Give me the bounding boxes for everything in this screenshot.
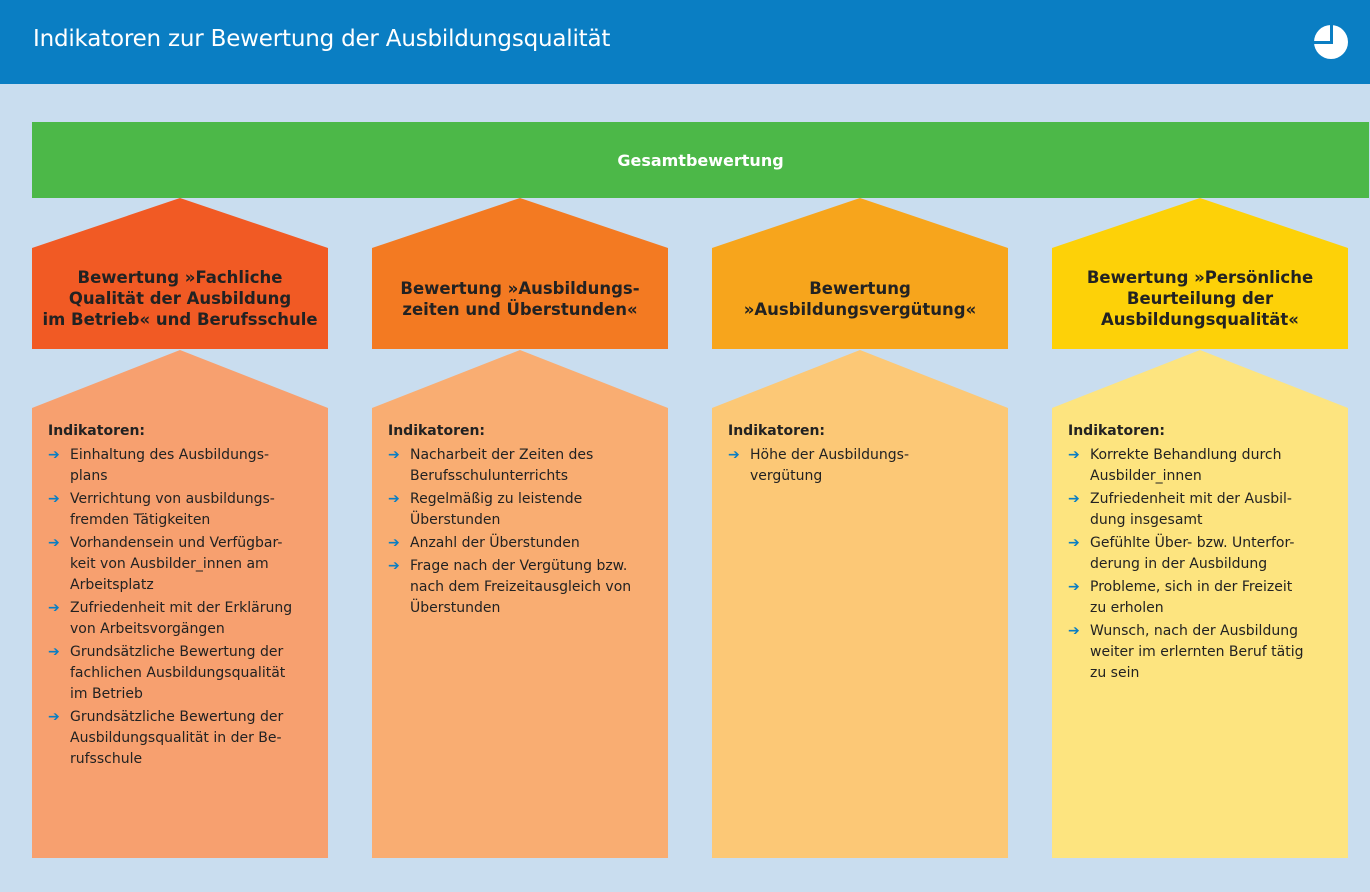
indicators-label: Indikatoren:	[388, 423, 486, 439]
indicator-text: Gefühlte Über- bzw. Unterfor- derung in …	[1090, 535, 1295, 572]
indicator-item: ➔ Zufriedenheit mit der Ausbil- dung insg…	[1068, 489, 1336, 531]
indicator-list: ➔ Korrekte Behandlung durch Ausbilder_inn…	[1068, 445, 1336, 684]
pie-chart-icon	[1313, 24, 1348, 59]
indicator-text: Grundsätzliche Bewertung der fachlichen …	[70, 644, 286, 702]
indicator-text: Höhe der Ausbildungs- vergütung	[750, 447, 910, 484]
indicators-label: Indikatoren:	[1068, 423, 1166, 439]
arrow-right-icon: ➔	[48, 491, 60, 507]
arrow-right-icon: ➔	[48, 644, 60, 660]
arrow-right-icon: ➔	[1068, 535, 1080, 551]
arrow-right-icon: ➔	[48, 447, 60, 463]
category-header-shape	[1052, 198, 1348, 349]
indicator-text: Einhaltung des Ausbildungs- plans	[70, 447, 270, 484]
category-heading: Bewertung »Ausbildungs- zeiten und Übers…	[400, 278, 640, 319]
indicator-list: ➔ Nacharbeit der Zeiten des Berufsschulun…	[388, 445, 656, 619]
category-heading: Bewertung »Ausbildungsvergütung«	[743, 278, 977, 319]
arrow-right-icon: ➔	[48, 535, 60, 551]
arrow-right-icon: ➔	[1068, 579, 1080, 595]
indicator-item: ➔ Wunsch, nach der Ausbildung weiter im e…	[1068, 621, 1336, 684]
arrow-right-icon: ➔	[48, 600, 60, 616]
indicators-panel-shape	[372, 350, 668, 858]
indicator-item: ➔ Frage nach der Vergütung bzw. nach dem …	[388, 556, 656, 619]
indicators-label: Indikatoren:	[48, 423, 146, 439]
indicator-item: ➔ Grundsätzliche Bewertung der Ausbildung…	[48, 707, 316, 770]
category-header-shape	[712, 198, 1008, 349]
arrow-right-icon: ➔	[388, 558, 400, 574]
indicator-item: ➔ Verrichtung von ausbildungs- fremden Tä…	[48, 489, 316, 531]
indicator-text: Verrichtung von ausbildungs- fremden Tät…	[70, 491, 275, 528]
indicator-item: ➔ Grundsätzliche Bewertung der fachlichen…	[48, 642, 316, 705]
indicator-text: Zufriedenheit mit der Erklärung von Arbe…	[70, 600, 293, 637]
indicators-panel: Indikatoren: ➔ Korrekte Behandlung durch A…	[1068, 421, 1336, 686]
indicator-item: ➔ Vorhandensein und Verfügbar- keit von A…	[48, 533, 316, 596]
indicator-text: Vorhandensein und Verfügbar- keit von Au…	[70, 535, 283, 593]
indicators-panel: Indikatoren: ➔ Nacharbeit der Zeiten des B…	[388, 421, 656, 621]
indicator-item: ➔ Höhe der Ausbildungs- vergütung	[728, 445, 996, 487]
indicator-text: Regelmäßig zu leistende Überstunden	[410, 491, 583, 528]
arrow-right-icon: ➔	[1068, 491, 1080, 507]
indicators-panel: Indikatoren: ➔ Einhaltung des Ausbildungs-…	[48, 421, 316, 772]
indicators-panel-shape	[1052, 350, 1348, 858]
indicator-item: ➔ Probleme, sich in der Freizeit zu erhol…	[1068, 577, 1336, 619]
indicator-item: ➔ Einhaltung des Ausbildungs- plans	[48, 445, 316, 487]
indicator-text: Probleme, sich in der Freizeit zu erhole…	[1090, 579, 1293, 616]
header-bar: Indikatoren zur Bewertung der Ausbildung…	[0, 0, 1370, 84]
arrow-right-icon: ➔	[48, 709, 60, 725]
indicators-panel-shape	[32, 350, 328, 858]
indicator-text: Grundsätzliche Bewertung der Ausbildungs…	[70, 709, 284, 767]
arrow-right-icon: ➔	[728, 447, 740, 463]
indicator-item: ➔ Regelmäßig zu leistende Überstunden	[388, 489, 656, 531]
indicator-item: ➔ Anzahl der Überstunden	[388, 533, 656, 554]
indicators-panel: Indikatoren: ➔ Höhe der Ausbildungs- vergü…	[728, 421, 996, 489]
indicator-list: ➔ Einhaltung des Ausbildungs- plans ➔ Verri…	[48, 445, 316, 770]
overall-rating-bar: Gesamtbewertung	[32, 122, 1369, 198]
indicator-text: Wunsch, nach der Ausbildung weiter im er…	[1090, 623, 1304, 681]
indicator-list: ➔ Höhe der Ausbildungs- vergütung	[728, 445, 996, 487]
category-header-shape	[372, 198, 668, 349]
indicator-text: Anzahl der Überstunden	[410, 535, 580, 551]
category-heading: Bewertung »Fachliche Qualität der Ausbil…	[42, 268, 318, 329]
indicator-item: ➔ Zufriedenheit mit der Erklärung von Arb…	[48, 598, 316, 640]
arrow-right-icon: ➔	[388, 447, 400, 463]
indicator-text: Frage nach der Vergütung bzw. nach dem F…	[410, 558, 632, 616]
indicator-item: ➔ Gefühlte Über- bzw. Unterfor- derung in…	[1068, 533, 1336, 575]
arrow-right-icon: ➔	[1068, 447, 1080, 463]
overall-rating-label: Gesamtbewertung	[617, 150, 784, 170]
category-header-shape	[32, 198, 328, 349]
indicators-panel-shape	[712, 350, 1008, 858]
indicator-item: ➔ Nacharbeit der Zeiten des Berufsschulun…	[388, 445, 656, 487]
indicators-label: Indikatoren:	[728, 423, 826, 439]
indicator-text: Zufriedenheit mit der Ausbil- dung insge…	[1090, 491, 1292, 528]
indicator-text: Korrekte Behandlung durch Ausbilder_inne…	[1090, 447, 1282, 484]
category-heading: Bewertung »Persönliche Beurteilung der A…	[1086, 268, 1314, 329]
arrow-right-icon: ➔	[388, 535, 400, 551]
indicator-item: ➔ Korrekte Behandlung durch Ausbilder_inn…	[1068, 445, 1336, 487]
indicator-text: Nacharbeit der Zeiten des Berufsschulunt…	[410, 447, 594, 484]
arrow-right-icon: ➔	[388, 491, 400, 507]
arrow-right-icon: ➔	[1068, 623, 1080, 639]
page-title: Indikatoren zur Bewertung der Ausbildung…	[33, 26, 611, 52]
